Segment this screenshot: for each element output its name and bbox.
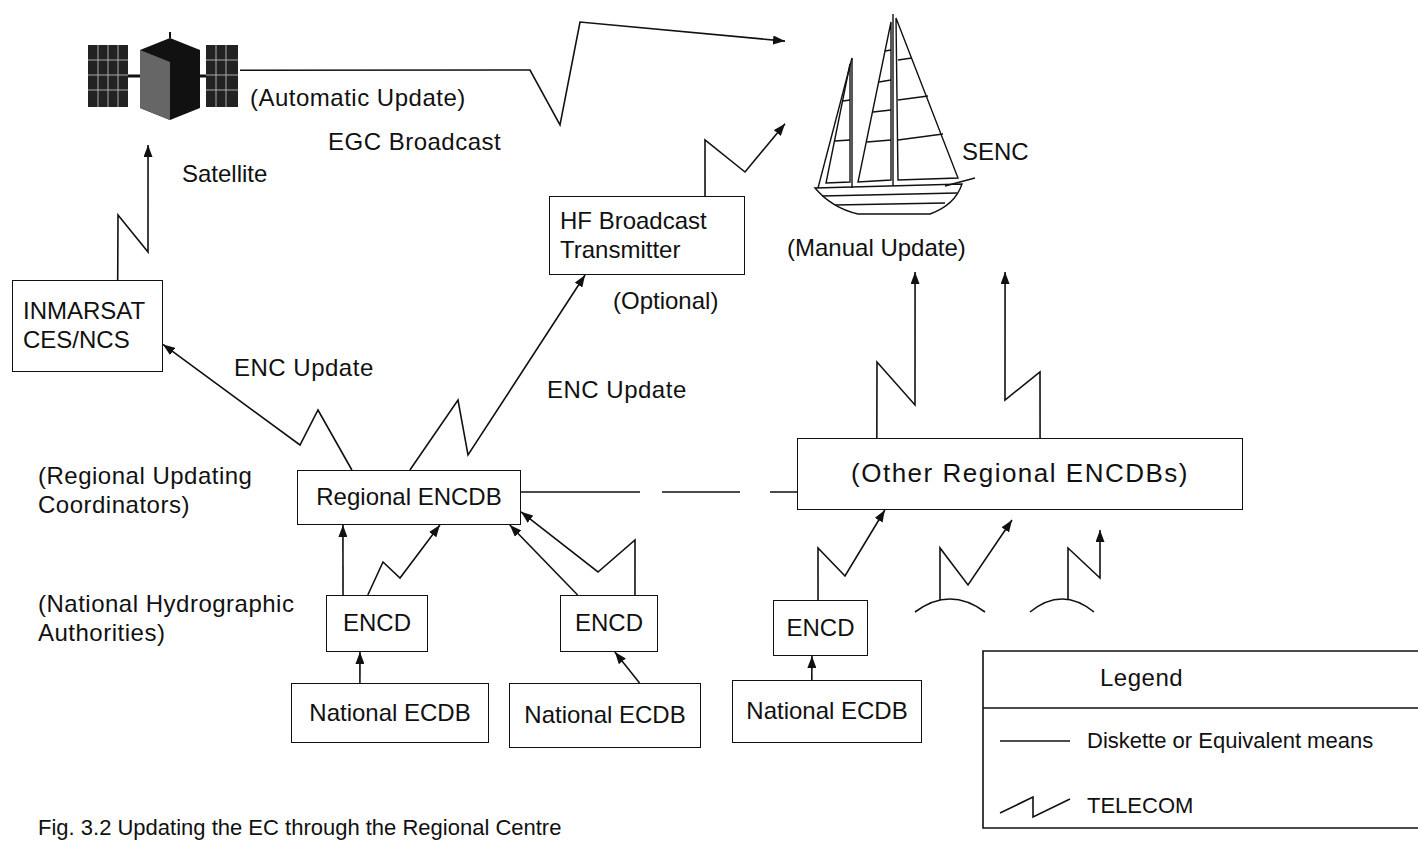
telecom-link [118,145,148,280]
legend-text: TELECOM [1087,791,1415,821]
role-note: (National Hydrographic Authorities) [38,590,323,648]
database-box-text: (Other Regional ENCDBs) [808,458,1232,489]
national-database-box-text: National ECDB [302,699,478,728]
ship-icon-text: (Manual Update) [787,234,966,263]
telecom-sample [995,791,1075,821]
edge-label: ENC Update [232,354,376,383]
national-database-box: National ECDB [732,680,922,743]
encd-box: ENCD [560,595,658,652]
telecom-link [359,652,361,683]
telecom-link [705,124,785,196]
telecom-link [940,520,1012,600]
earth-station-box-text: INMARSAT CES/NCS [23,297,152,355]
solar-panel [88,45,128,107]
satellite-body [140,38,200,120]
database-box: Regional ENCDB [297,470,521,525]
telecom-link [1068,530,1100,600]
ship-hull [815,184,962,214]
rigging [818,58,852,188]
legend-text: Diskette or Equivalent means [1087,726,1415,756]
telecom-link [240,22,785,125]
satellite-face [140,50,170,120]
figure-caption: Fig. 3.2 Updating the EC through the Reg… [38,815,561,841]
panel-grid [88,45,128,107]
telecom-link [342,525,344,595]
telecom-sample-line [1000,797,1070,817]
national-database-box: National ECDB [291,683,489,743]
mainsail [858,22,891,182]
satellite-icon: Satellite [88,30,240,145]
encd-box-text: ENCD [784,614,857,643]
legend-frame [983,651,1418,828]
mast [852,14,975,188]
legend-row: Diskette or Equivalent means [995,726,1415,756]
encd-box: ENCD [773,600,868,656]
telecom-link [510,525,578,595]
telecom-link [1005,272,1040,438]
edge-label: ENC Update [545,376,689,405]
telecom-link [615,652,640,683]
diskette-sample-line [1000,740,1070,742]
antenna [169,32,171,38]
telecom-link [410,275,585,470]
edge-label: (Automatic Update) [248,84,468,113]
diskette-link [521,491,797,493]
national-database-box-text: National ECDB [520,701,690,730]
telecom-link [811,656,813,680]
database-box-text: Regional ENCDB [308,483,510,512]
transmitter-box: HF Broadcast Transmitter(Optional) [549,196,745,275]
source-arc [915,599,1094,612]
broadcast-label: EGC Broadcast [328,128,501,157]
satellite-icon-drawing [88,30,240,145]
national-database-box: National ECDB [509,683,701,748]
telecom-link [521,512,635,595]
earth-station-box: INMARSAT CES/NCS [12,280,163,372]
diskette-sample [995,726,1075,756]
telecom-link [818,510,885,600]
ship-icon-text: SENC [962,138,1029,167]
hull-stripe [822,193,957,205]
encd-box-text: ENCD [571,609,647,638]
encd-box-text: ENCD [337,609,417,638]
ship-icon: SENC(Manual Update) [785,12,1025,272]
transmitter-box-text: HF Broadcast Transmitter [560,207,734,265]
panel-grid [206,45,238,107]
telecom-link [877,272,915,438]
legend-heading: Legend [1100,664,1183,693]
satellite-icon-text: Satellite [182,160,267,189]
encd-box: ENCD [326,595,428,652]
solar-panel [206,45,238,107]
transmitter-box-text: (Optional) [613,287,718,316]
national-database-box-text: National ECDB [743,697,911,726]
telecom-link [368,525,440,595]
legend-row: TELECOM [995,791,1415,821]
role-note: (Regional Updating Coordinators) [38,462,283,520]
database-box: (Other Regional ENCDBs) [797,438,1243,510]
